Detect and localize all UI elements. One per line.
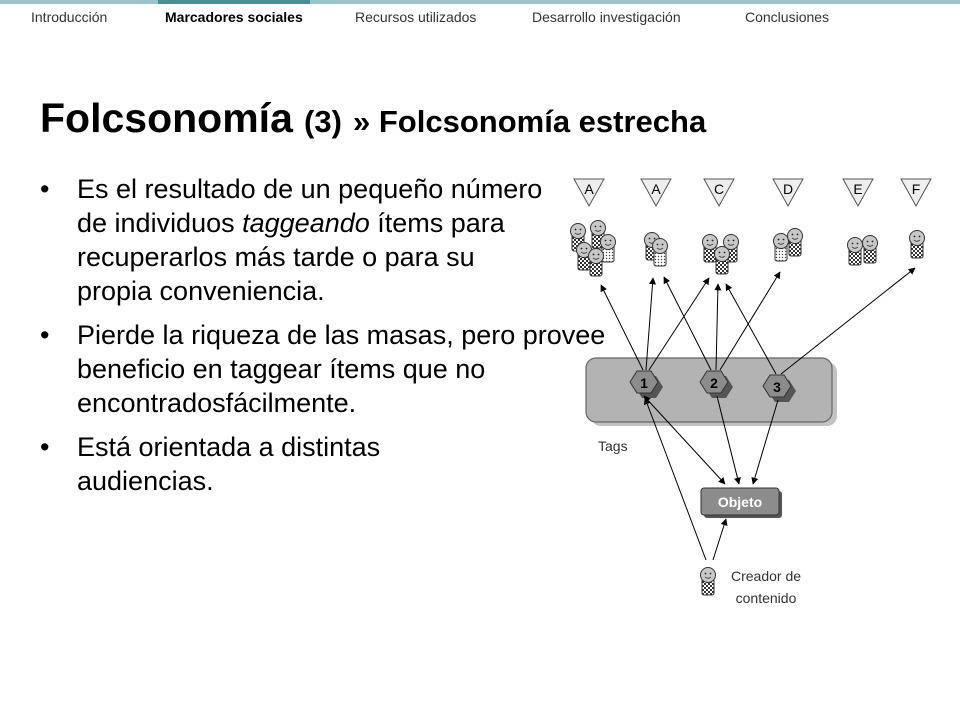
nav-item-introduccion[interactable]: Introducción bbox=[31, 9, 108, 25]
user-triangle-e: E bbox=[842, 178, 874, 208]
user-labels: A A C D E F bbox=[573, 178, 932, 208]
person-group-c-icon bbox=[702, 234, 739, 275]
bullet-list: Es el resultado de un pequeño número de … bbox=[40, 172, 640, 508]
nav-item-recursos-utilizados[interactable]: Recursos utilizados bbox=[355, 9, 477, 25]
user-triangle-a1: A bbox=[573, 178, 605, 208]
user-label-a2: A bbox=[651, 181, 661, 197]
person-group-a2-icon bbox=[644, 232, 668, 267]
tag-hexagon-1: 1 bbox=[629, 370, 663, 398]
person-group-a1-icon bbox=[570, 220, 616, 277]
tags-label: Tags bbox=[598, 438, 628, 454]
user-triangle-f: F bbox=[900, 178, 932, 208]
object-label: Objeto bbox=[718, 494, 762, 510]
bullet-item-1: Es el resultado de un pequeño número de … bbox=[40, 172, 557, 308]
user-label-f: F bbox=[912, 181, 921, 197]
user-triangle-a2: A bbox=[640, 178, 672, 208]
tag-label-3: 3 bbox=[773, 379, 781, 395]
bullet-item-3: Está orientada a distintas audiencias. bbox=[40, 430, 517, 498]
title-number: (3) bbox=[304, 104, 342, 139]
person-group-f-icon bbox=[909, 230, 925, 259]
nav-active-indicator bbox=[158, 0, 310, 4]
person-group-e-icon bbox=[847, 235, 878, 266]
person-group-d-icon bbox=[773, 228, 803, 262]
user-triangle-c: C bbox=[703, 178, 735, 208]
bullet-2-text: Pierde la riqueza de las masas, pero pro… bbox=[77, 320, 606, 418]
title-subtitle: » Folcsonomía estrecha bbox=[353, 104, 707, 139]
nav-item-conclusiones[interactable]: Conclusiones bbox=[745, 9, 830, 25]
content-creator-icon bbox=[700, 567, 716, 596]
slide-title: Folcsonomía (3) » Folcsonomía estrecha bbox=[40, 95, 706, 142]
nav-item-desarrollo-investigacion[interactable]: Desarrollo investigación bbox=[532, 9, 681, 25]
bullet-1-emphasis: taggeando bbox=[242, 208, 370, 238]
creator-label-line2: contenido bbox=[736, 590, 797, 606]
object-box: Objeto bbox=[700, 487, 782, 518]
user-label-c: C bbox=[714, 181, 724, 197]
bullet-item-2: Pierde la riqueza de las masas, pero pro… bbox=[40, 318, 637, 420]
tag-to-user-arrows bbox=[600, 267, 916, 375]
object-arrows bbox=[643, 395, 779, 561]
tag-label-1: 1 bbox=[640, 375, 648, 391]
user-triangle-d: D bbox=[772, 178, 804, 208]
nav-underline bbox=[0, 0, 960, 4]
user-label-a1: A bbox=[584, 181, 594, 197]
bullet-3-text: Está orientada a distintas audiencias. bbox=[77, 432, 381, 496]
user-label-d: D bbox=[783, 181, 793, 197]
bullet-1-text-a: Es el resultado de un pequeño número de … bbox=[77, 174, 543, 238]
bullet-1-text-b: ítems para recuperarlos más tarde o para… bbox=[77, 208, 505, 306]
tag-hexagon-2: 2 bbox=[699, 370, 733, 398]
creator-label-line1: Creador de bbox=[731, 568, 801, 584]
tag-hexagon-3: 3 bbox=[762, 374, 796, 402]
title-main: Folcsonomía bbox=[40, 95, 293, 141]
user-label-e: E bbox=[853, 181, 862, 197]
top-navigation: Introducción Marcadores sociales Recurso… bbox=[0, 0, 960, 30]
nav-item-marcadores-sociales[interactable]: Marcadores sociales bbox=[165, 9, 303, 25]
tag-label-2: 2 bbox=[710, 375, 718, 391]
